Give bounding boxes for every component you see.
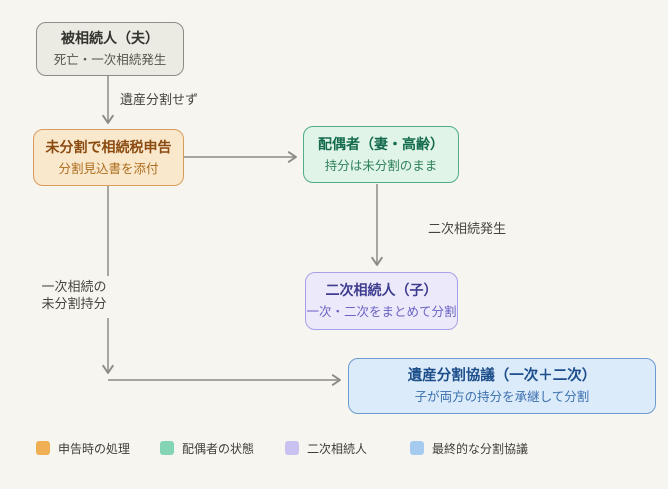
node-spouse: 配偶者（妻・高齢） 持分は未分割のまま — [303, 126, 459, 183]
node-deceased-title: 被相続人（夫） — [61, 31, 159, 47]
edge-label-no-division: 遺産分割せず — [120, 93, 199, 108]
legend-item-agreement: 最終的な分割協議 — [410, 439, 528, 457]
node-agreement-title: 遺産分割協議（一次＋二次） — [407, 368, 597, 384]
node-spouse-title: 配偶者（妻・高齢） — [318, 136, 444, 153]
node-agreement-subtitle: 子が両方の持分を承継して分割 — [414, 389, 590, 404]
node-heir: 二次相続人（子） 一次・二次をまとめて分割 — [305, 272, 458, 330]
node-heir-title: 二次相続人（子） — [325, 283, 438, 299]
legend: 申告時の処理 配偶者の状態 二次相続人 最終的な分割協議 — [0, 439, 668, 461]
legend-label-filing: 申告時の処理 — [58, 441, 131, 456]
legend-swatch-spouse — [160, 441, 174, 455]
legend-label-agreement: 最終的な分割協議 — [432, 441, 529, 456]
legend-swatch-agreement — [410, 441, 424, 455]
legend-item-heir: 二次相続人 — [285, 439, 367, 457]
node-agreement: 遺産分割協議（一次＋二次） 子が両方の持分を承継して分割 — [348, 358, 656, 414]
node-filing: 未分割で相続税申告 分割見込書を添付 — [33, 129, 184, 186]
legend-item-filing: 申告時の処理 — [36, 439, 130, 457]
legend-item-spouse: 配偶者の状態 — [160, 439, 254, 457]
legend-label-heir: 二次相続人 — [307, 441, 368, 456]
node-filing-subtitle: 分割見込書を添付 — [58, 160, 159, 176]
edge-label-undivided-share: 一次相続の 未分割持分 — [41, 280, 107, 312]
node-spouse-subtitle: 持分は未分割のまま — [324, 157, 438, 173]
node-deceased: 被相続人（夫） 死亡・一次相続発生 — [36, 22, 184, 76]
node-heir-subtitle: 一次・二次をまとめて分割 — [306, 304, 457, 319]
node-deceased-subtitle: 死亡・一次相続発生 — [53, 52, 167, 67]
legend-swatch-filing — [36, 441, 50, 455]
node-filing-title: 未分割で相続税申告 — [45, 139, 172, 156]
edge-label-secondary-inheritance: 二次相続発生 — [428, 222, 507, 237]
legend-label-spouse: 配偶者の状態 — [182, 441, 255, 456]
legend-swatch-heir — [285, 441, 299, 455]
